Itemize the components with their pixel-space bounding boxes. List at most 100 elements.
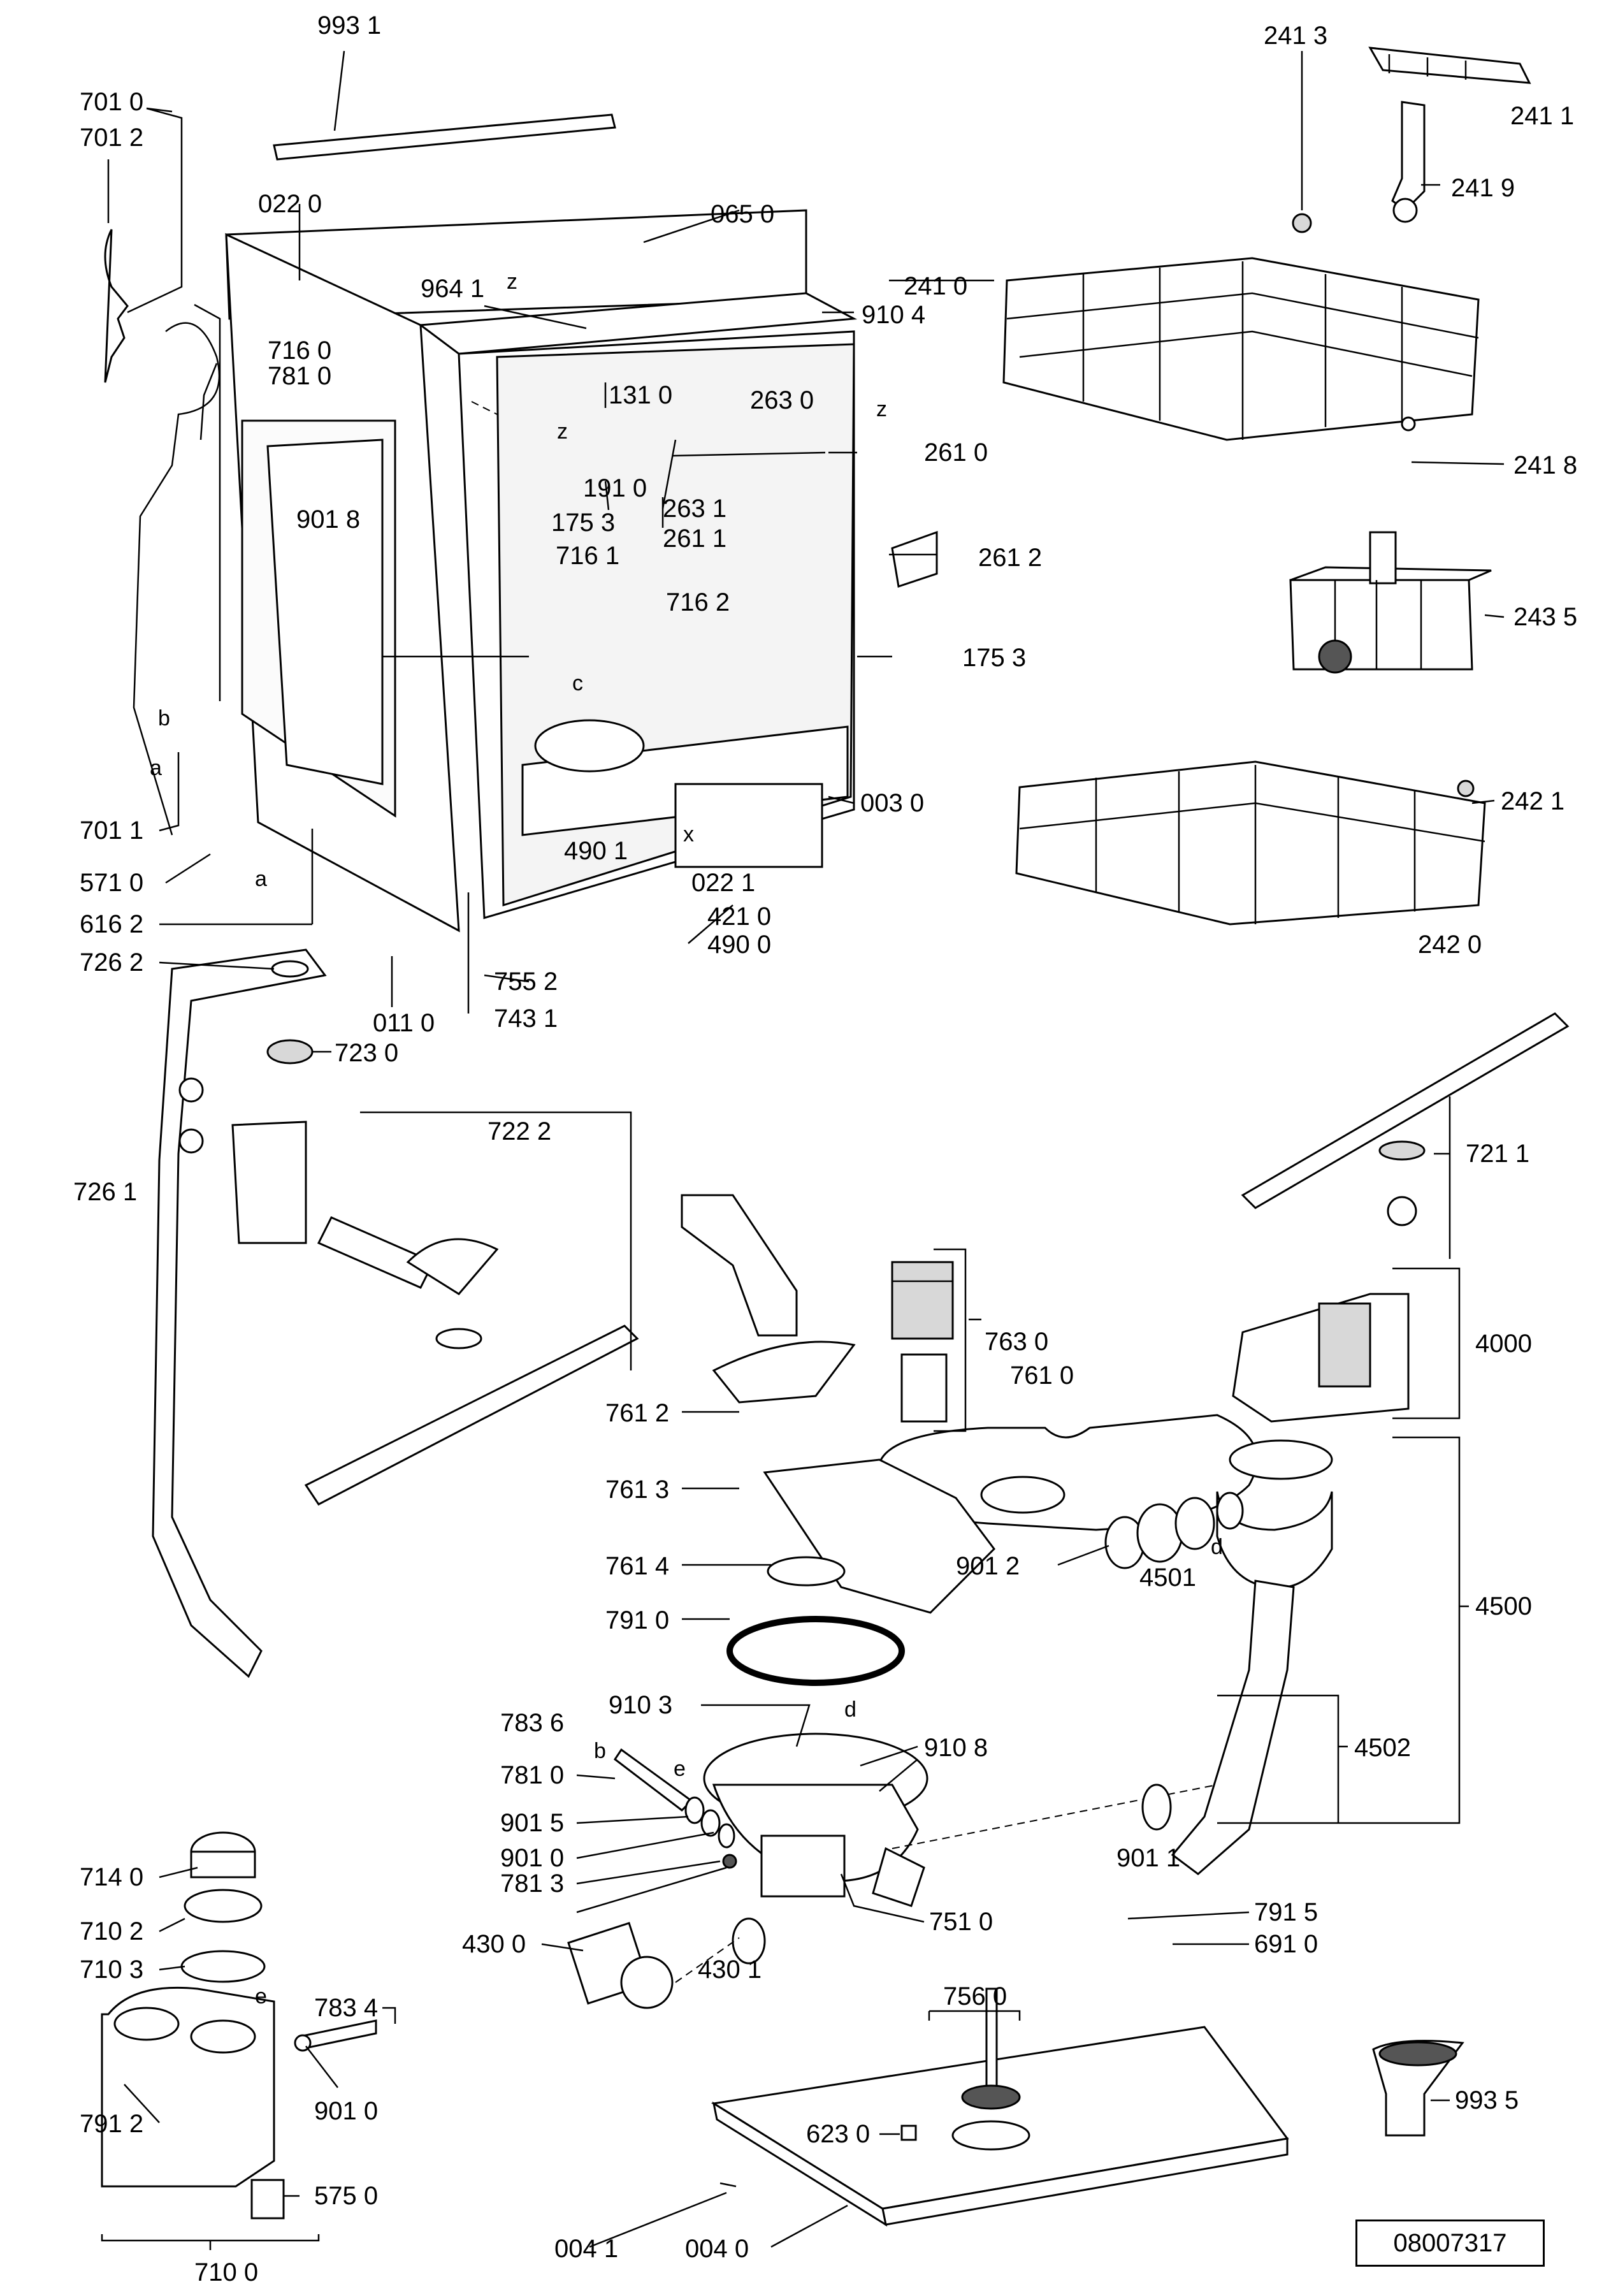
callout-726-2: 726 2 [80,948,144,977]
callout-241-1: 241 1 [1510,102,1575,130]
letter-mark-c: c [572,671,583,695]
callout-710-2: 710 2 [80,1917,144,1945]
upper-spray-assembly [231,1121,639,1506]
callout-901-2: 901 2 [956,1552,1020,1580]
callout-901-0-softener: 901 0 [314,2097,379,2125]
callout-261-2: 261 2 [978,544,1043,572]
callout-781-0-lower: 781 0 [500,1761,565,1789]
callout-910-8: 910 8 [924,1734,988,1762]
callout-4500: 4500 [1475,1592,1532,1620]
callout-261-1: 261 1 [663,525,727,553]
callout-241-8: 241 8 [1513,451,1578,479]
document-number: 08007317 [1393,2228,1507,2257]
salt-funnel [1372,2040,1464,2137]
seal-726-2 [271,960,309,978]
callout-175-3-outer: 175 3 [962,644,1027,672]
rack-adjuster [1391,101,1426,223]
letter-mark-d-1: d [1211,1535,1223,1559]
callout-022-0: 022 0 [258,190,322,218]
water-distributor [681,1194,995,1614]
pump-housing [1171,1439,1333,1875]
callout-756-0: 756 0 [943,1982,1008,2010]
callout-261-0: 261 0 [924,439,988,467]
clamp-901-1 [1141,1784,1172,1831]
callout-571-0: 571 0 [80,869,144,897]
callout-263-1: 263 1 [663,495,727,523]
callout-901-8: 901 8 [296,505,361,534]
callout-191-0: 191 0 [583,474,647,502]
letter-mark-x: x [683,822,694,846]
callout-691-0: 691 0 [1254,1930,1318,1958]
callout-783-6: 783 6 [500,1709,565,1737]
upper-basket [1002,257,1480,441]
top-strip-part [273,50,616,161]
inlet-tube [613,1748,737,1869]
callout-910-4: 910 4 [862,301,926,329]
callout-964-1: 964 1 [421,275,485,303]
callout-241-3: 241 3 [1264,22,1328,50]
callout-243-5: 243 5 [1513,603,1578,631]
callout-761-2: 761 2 [605,1399,670,1427]
letter-mark-b-1: b [158,706,170,730]
callout-490-1: 490 1 [564,837,628,865]
callout-004-1: 004 1 [554,2235,619,2263]
callout-761-4: 761 4 [605,1552,670,1580]
letter-mark-e-1: e [674,1757,686,1781]
letter-mark-b-2: b [594,1739,606,1763]
callout-901-5: 901 5 [500,1809,565,1837]
wheel-241-3 [1292,213,1312,233]
callout-710-3: 710 3 [80,1956,144,1984]
callout-761-3: 761 3 [605,1476,670,1504]
cutlery-basket [1289,531,1492,674]
callout-022-1: 022 1 [691,869,756,897]
callout-721-1: 721 1 [1466,1140,1530,1168]
leader-lines [101,51,1505,2250]
callout-716-0: 716 0 [268,337,332,365]
inlet-hose [104,229,220,836]
letter-mark-d-2: d [844,1697,856,1722]
water-softener [101,1831,377,2220]
callout-716-2: 716 2 [666,588,730,616]
callout-003-0: 003 0 [860,789,925,817]
callout-263-0: 263 0 [750,386,814,414]
inlet-valve [567,1917,766,2009]
callout-763-0: 763 0 [985,1328,1049,1356]
callout-701-2: 701 2 [80,124,144,152]
callout-175-3-inner: 175 3 [551,509,616,537]
callout-575-0: 575 0 [314,2182,379,2210]
callout-623-0: 623 0 [806,2120,870,2148]
callout-783-4: 783 4 [314,1994,379,2022]
callout-616-2: 616 2 [80,910,144,938]
callout-011-0: 011 0 [373,1009,435,1037]
sump [703,1733,1218,1907]
base-plate [711,1987,1289,2227]
callout-901-1: 901 1 [1116,1844,1181,1872]
callout-4000: 4000 [1475,1330,1532,1358]
cup-rack [1368,47,1531,84]
lower-basket [1015,760,1486,926]
callout-710-0: 710 0 [194,2258,259,2286]
clip-241-8 [1401,416,1416,432]
callout-761-0: 761 0 [1010,1362,1074,1390]
callout-242-0: 242 0 [1418,931,1482,959]
callout-421-0: 421 0 [707,903,772,931]
callout-723-0: 723 0 [335,1039,399,1067]
sump-gasket [726,1616,905,1686]
drain-pump-motor [1232,1293,1410,1423]
callout-430-0: 430 0 [462,1930,526,1958]
letter-mark-a-1: a [150,756,162,780]
micro-filter [891,1261,954,1423]
nut-723-0 [266,1039,314,1064]
callout-743-1: 743 1 [494,1005,558,1033]
bracket-261-2 [891,530,938,588]
callout-716-1: 716 1 [556,542,620,570]
callout-4502: 4502 [1354,1734,1411,1762]
document-number-box: 08007317 [1355,2220,1545,2267]
callout-993-5: 993 5 [1455,2086,1519,2114]
callout-791-5: 791 5 [1254,1898,1318,1926]
supply-pipe [152,948,327,1678]
callout-241-0: 241 0 [904,272,968,300]
top-spray-arm [1241,1012,1570,1226]
callout-901-0-sump: 901 0 [500,1844,565,1872]
